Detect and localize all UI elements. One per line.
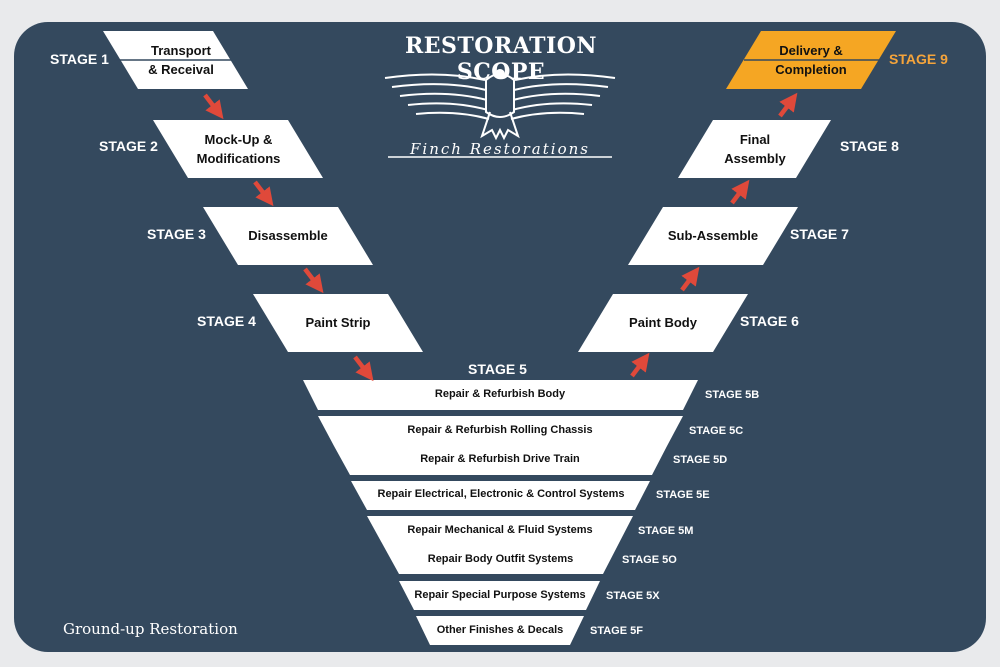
stage-1-line2: & Receival (148, 62, 214, 77)
stage-6-text: Paint Body (629, 315, 697, 330)
stage-7-text: Sub-Assemble (667, 228, 759, 243)
stage-9-text: Delivery & Completion (741, 41, 881, 79)
stage-2-line2: Modifications (196, 151, 281, 166)
arrow-7-to-8 (730, 179, 750, 205)
arrow-6-to-7 (680, 266, 700, 292)
stage-2-label: STAGE 2 (99, 138, 158, 154)
stage-5f-box (416, 616, 584, 645)
stage-3-box (203, 207, 373, 265)
stage-2-text: Mock-Up & Modifications (166, 130, 311, 168)
stage-1-text: Transport & Receival (126, 41, 236, 79)
stage-9-line1: Delivery & (779, 43, 843, 58)
stage-5e-text: Repair Electrical, Electronic & Control … (377, 488, 625, 500)
stage-5b-label: STAGE 5B (705, 389, 760, 401)
finch-eagle-logo (384, 69, 616, 141)
stage-8-box (678, 120, 831, 178)
stage-8-line1: Final (739, 132, 771, 147)
stage-5e-label: STAGE 5E (656, 489, 710, 501)
stage-5b-text: Repair & Refurbish Body (434, 388, 566, 400)
stage-2-line1: Mock-Up & (204, 132, 273, 147)
arrow-2-to-3 (253, 180, 274, 207)
stage-5-label: STAGE 5 (468, 361, 527, 377)
footer-caption: Ground-up Restoration (63, 620, 238, 638)
stage-5x-box (399, 581, 600, 610)
stage-5m-box (367, 516, 633, 545)
page-title: RESTORATION SCOPE (404, 33, 598, 85)
stage-7-label: STAGE 7 (790, 226, 849, 242)
stage-4-box (253, 294, 423, 352)
stage-8-text: Final Assembly (695, 130, 815, 168)
stage-4-text: Paint Strip (305, 315, 371, 330)
brand-wordmark: Finch Restorations (410, 140, 590, 158)
stage-5x-label: STAGE 5X (606, 590, 660, 602)
stage-5e-box (351, 481, 650, 510)
stage-4-label: STAGE 4 (197, 313, 256, 329)
stage-5m-label: STAGE 5M (638, 525, 694, 537)
stage-6-box (578, 294, 748, 352)
stage-5d-box (334, 446, 667, 475)
stage-5d-label: STAGE 5D (673, 454, 728, 466)
stage-2-box (153, 120, 323, 178)
stage-8-line2: Assembly (724, 151, 786, 166)
arrow-4-to-5 (353, 355, 374, 382)
stage-5d-text: Repair & Refurbish Drive Train (420, 453, 580, 465)
stage-9-label: STAGE 9 (889, 51, 948, 67)
stage-1-label: STAGE 1 (50, 51, 109, 67)
stage-1-line1: Transport (151, 43, 211, 58)
arrow-1-to-2 (203, 93, 224, 120)
stage-5f-text: Other Finishes & Decals (436, 624, 564, 636)
stage-8-label: STAGE 8 (840, 138, 899, 154)
stage-3-text: Disassemble (248, 228, 328, 243)
stage-5c-label: STAGE 5C (689, 425, 744, 437)
stage-9-line2: Completion (775, 62, 847, 77)
stage-5x-text: Repair Special Purpose Systems (414, 589, 586, 601)
stage-5o-box (383, 545, 618, 574)
stage-3-label: STAGE 3 (147, 226, 206, 242)
stage-5b-box (303, 380, 698, 410)
arrow-5-to-6 (630, 352, 650, 378)
stage-6-label: STAGE 6 (740, 313, 799, 329)
arrow-8-to-9 (778, 92, 798, 118)
stage-5c-text: Repair & Refurbish Rolling Chassis (407, 424, 593, 436)
stage-5f-label: STAGE 5F (590, 625, 643, 637)
stage-5o-text: Repair Body Outfit Systems (427, 553, 574, 565)
stage-5o-label: STAGE 5O (622, 554, 677, 566)
stage-5c-box (318, 416, 683, 446)
arrow-3-to-4 (303, 267, 324, 294)
stage-7-box (628, 207, 798, 265)
stage-5m-text: Repair Mechanical & Fluid Systems (407, 524, 593, 536)
